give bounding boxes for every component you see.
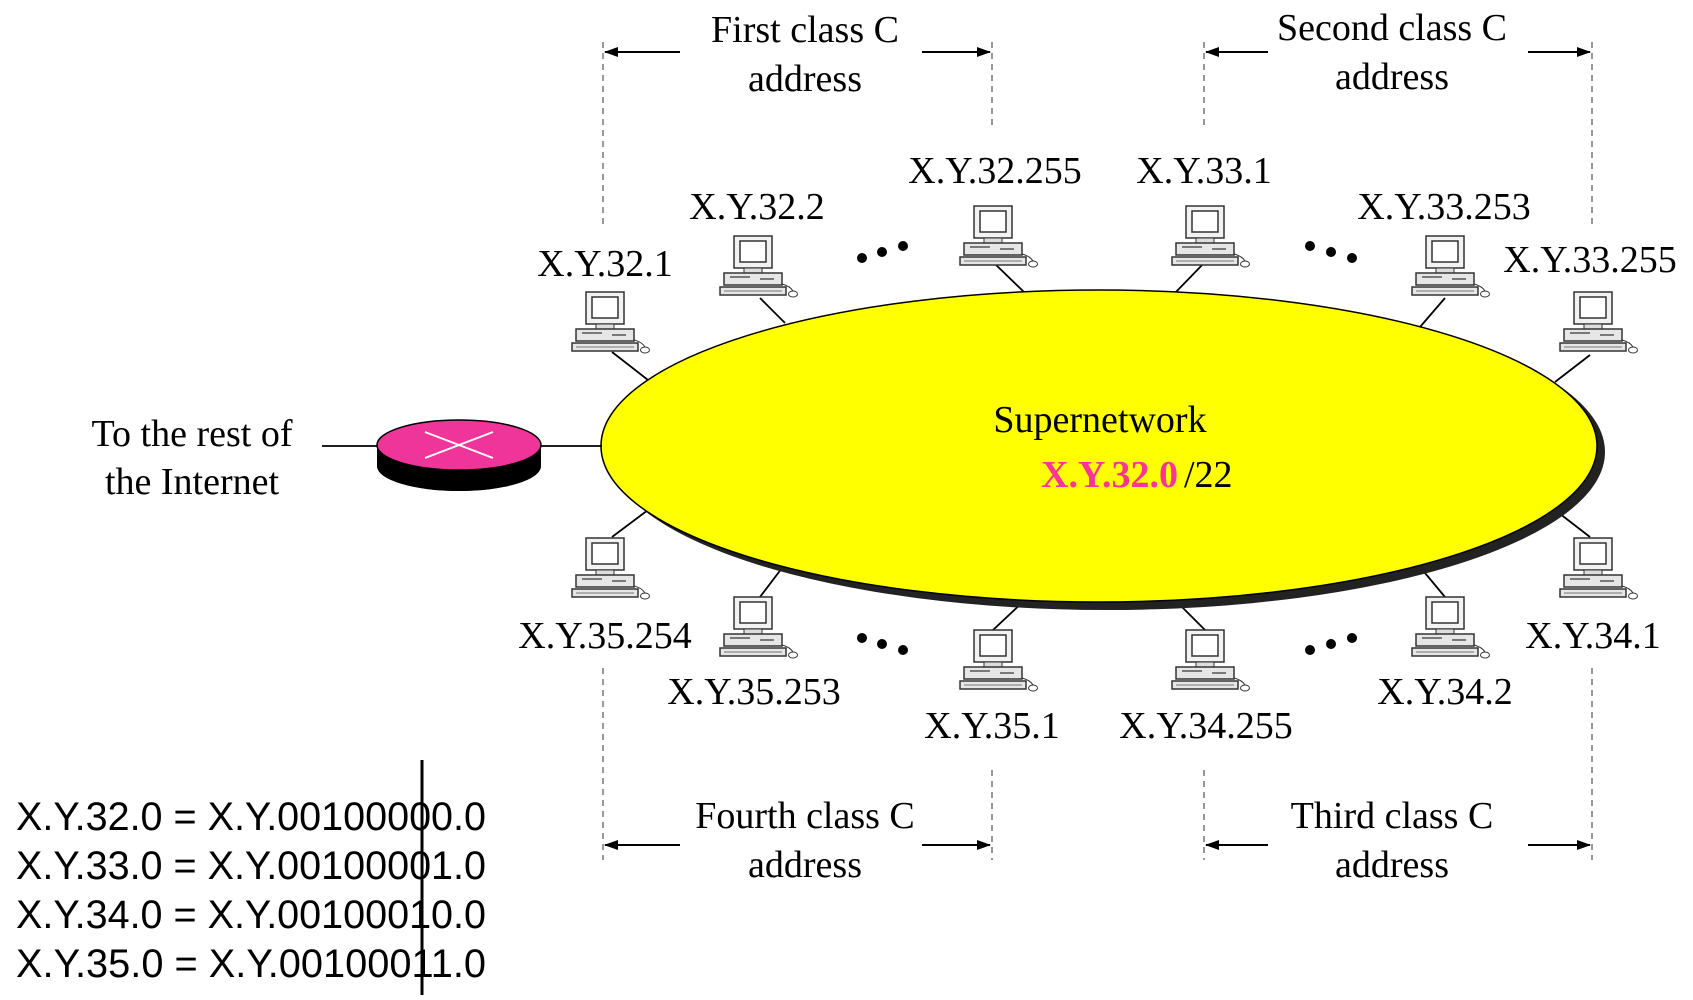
router-label-line2: the Internet — [105, 461, 280, 503]
binary-row: X.Y.35.0 = X.Y.00100011.0 — [16, 942, 486, 986]
binary-row: X.Y.34.0 = X.Y.00100010.0 — [16, 893, 486, 937]
range-fourth-line2: address — [748, 844, 862, 886]
range-first-line1: First class C — [711, 9, 899, 51]
range-fourth-line1: Fourth class C — [695, 795, 915, 837]
host-label: X.Y.33.1 — [1136, 150, 1272, 192]
host-labels: X.Y.32.1 X.Y.32.2 X.Y.32.255 X.Y.33.1 X.… — [518, 150, 1677, 747]
host-label: X.Y.33.255 — [1503, 239, 1677, 281]
range-first-line2: address — [748, 58, 862, 100]
host-label: X.Y.32.1 — [537, 243, 673, 285]
binary-row: X.Y.33.0 = X.Y.00100001.0 — [16, 844, 486, 888]
ellipsis-dots — [857, 241, 1357, 655]
supernetwork-prefix: /22 — [1184, 454, 1233, 496]
computer-icon — [1411, 235, 1491, 298]
host-label: X.Y.35.253 — [667, 671, 841, 713]
range-third-line2: address — [1335, 844, 1449, 886]
computer-icon — [571, 537, 651, 600]
range-arrows — [604, 47, 1591, 850]
range-guides — [602, 42, 1593, 860]
host-label: X.Y.34.2 — [1377, 671, 1513, 713]
host-label: X.Y.32.255 — [908, 150, 1082, 192]
host-label: X.Y.34.255 — [1119, 705, 1293, 747]
host-label: X.Y.35.254 — [518, 615, 692, 657]
computer-icon — [959, 629, 1039, 692]
host-label: X.Y.34.1 — [1525, 615, 1661, 657]
host-label: X.Y.35.1 — [924, 705, 1060, 747]
router: To the rest of the Internet — [91, 413, 602, 503]
host-label: X.Y.33.253 — [1357, 186, 1531, 228]
computer-icon — [719, 596, 799, 659]
computer-icon — [571, 291, 651, 354]
range-third-line1: Third class C — [1291, 795, 1494, 837]
binary-row: X.Y.32.0 = X.Y.00100000.0 — [16, 795, 486, 839]
range-second-line1: Second class C — [1277, 7, 1507, 49]
range-second-line2: address — [1335, 56, 1449, 98]
binary-table: X.Y.32.0 = X.Y.00100000.0 X.Y.33.0 = X.Y… — [16, 760, 486, 995]
computer-icon — [1171, 629, 1251, 692]
computer-icon — [719, 235, 799, 298]
computer-icon — [1411, 596, 1491, 659]
range-labels: First class C address Second class C add… — [695, 7, 1507, 886]
supernetwork: Supernetwork X.Y.32.0 /22 — [600, 289, 1605, 610]
supernetwork-address: X.Y.32.0 — [1041, 454, 1178, 496]
computer-icon — [1171, 205, 1251, 268]
computer-icon — [1559, 537, 1639, 600]
router-label-line1: To the rest of — [91, 413, 292, 455]
router-icon — [376, 419, 542, 491]
host-label: X.Y.32.2 — [689, 186, 825, 228]
computer-icon — [1559, 291, 1639, 354]
supernetwork-title: Supernetwork — [993, 399, 1206, 441]
computer-icon — [959, 205, 1039, 268]
